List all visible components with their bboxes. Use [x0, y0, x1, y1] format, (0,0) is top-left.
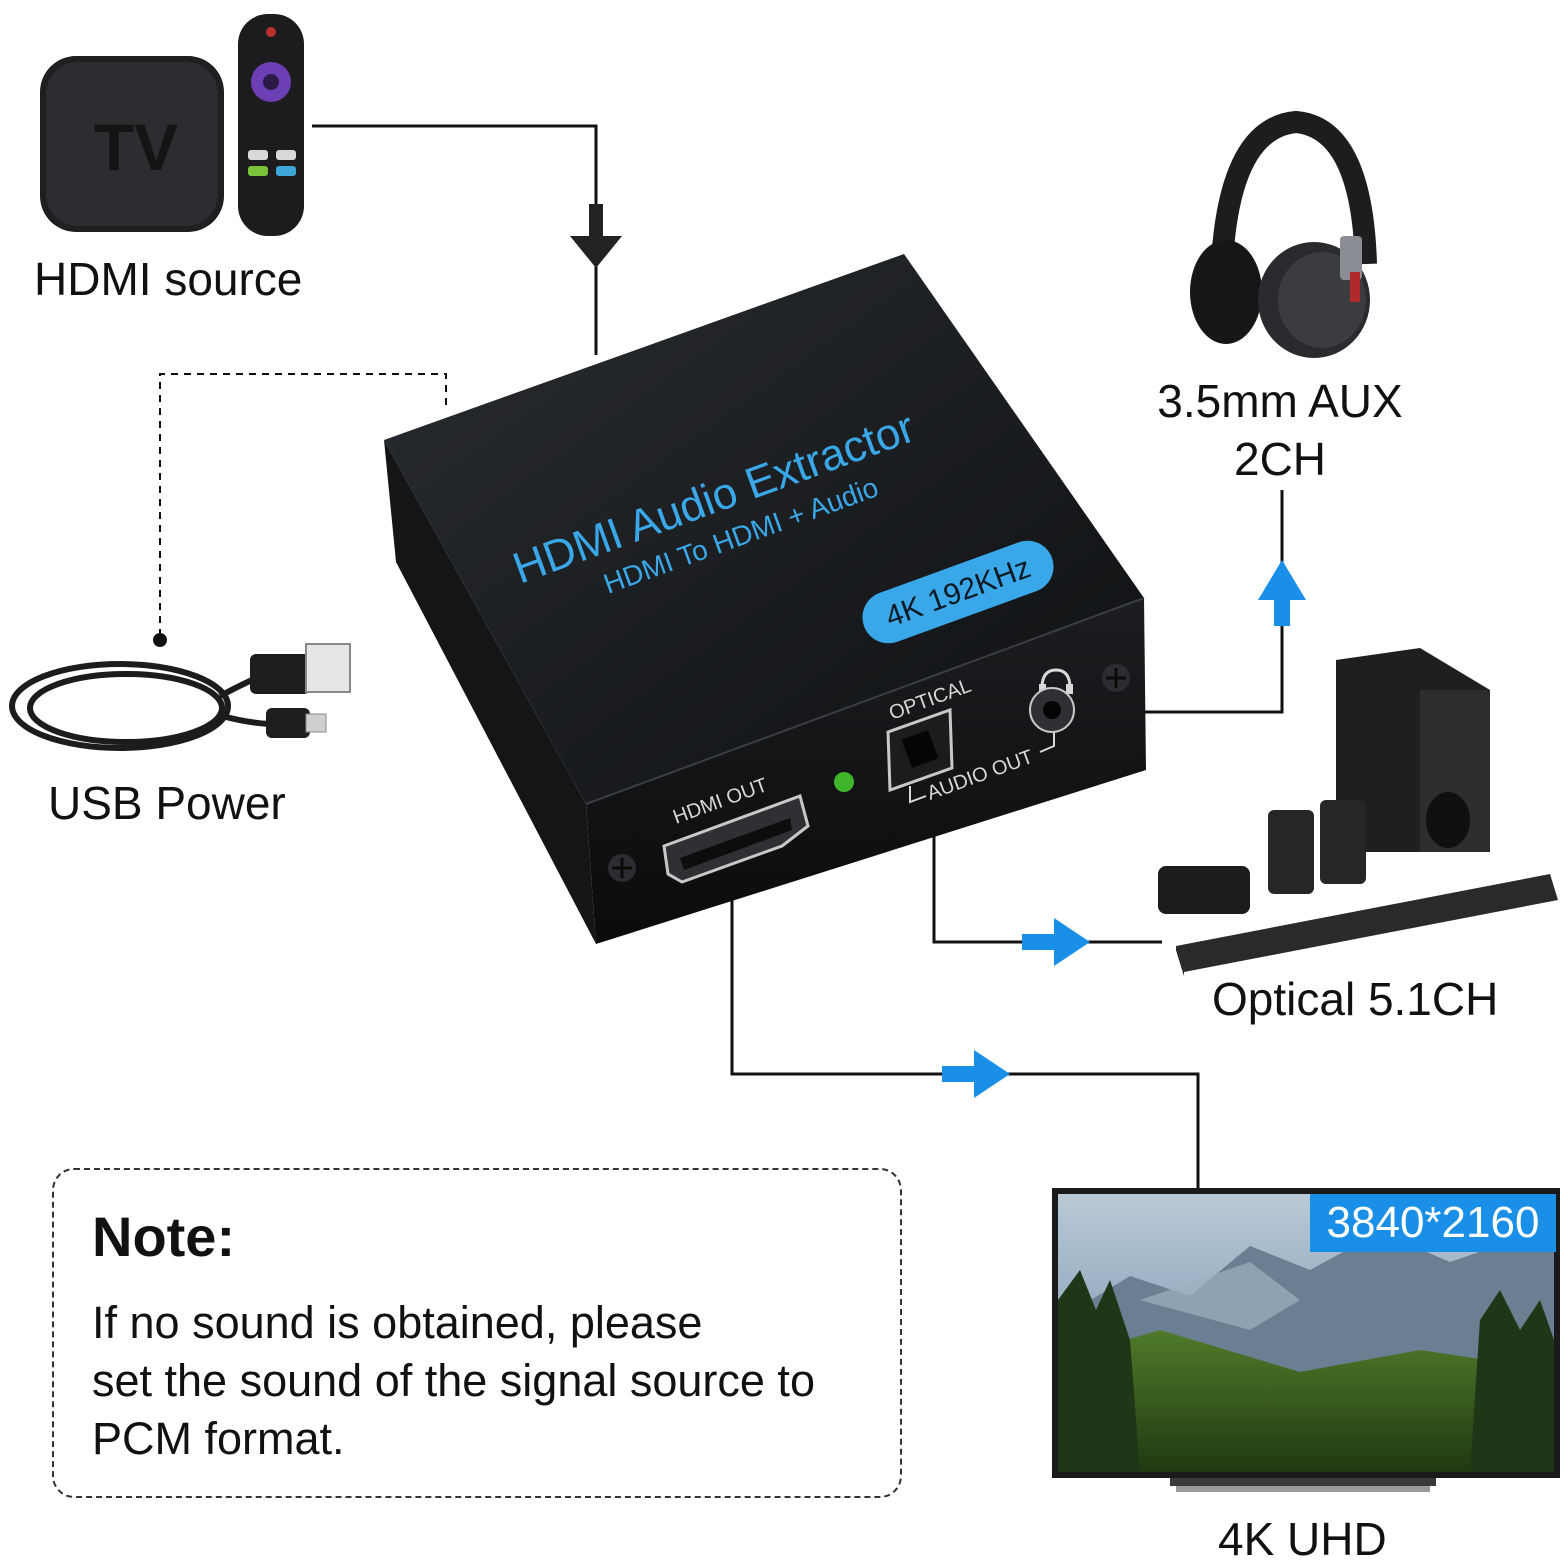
- speaker-system: [1158, 648, 1558, 976]
- resolution-badge: 3840*2160: [1310, 1194, 1556, 1252]
- arrow-right-icon: [974, 1050, 1010, 1098]
- arrow-right-stem: [942, 1066, 976, 1082]
- note-title: Note:: [92, 1205, 236, 1268]
- label-aux-line1: 3.5mm AUX: [1157, 375, 1403, 427]
- label-uhd: 4K UHD: [1218, 1513, 1387, 1565]
- note-box: Note: If no sound is obtained, please se…: [52, 1168, 902, 1498]
- usb-cable: [9, 661, 291, 751]
- note-body: If no sound is obtained, please set the …: [92, 1297, 815, 1464]
- micro-usb-plug: [266, 708, 327, 738]
- label-optical: Optical 5.1CH: [1212, 973, 1499, 1025]
- arrow-right-icon: [1054, 918, 1090, 966]
- usb-a-plug: [250, 643, 351, 694]
- arrow-right-stem: [1022, 934, 1056, 950]
- arrow-up-stem: [1274, 598, 1290, 626]
- headphones: [1190, 110, 1377, 358]
- power-led: [834, 772, 854, 792]
- arrow-up-icon: [1258, 560, 1306, 600]
- tv-box-logo: TV: [94, 110, 178, 184]
- tv-streaming-box: TV: [40, 56, 224, 232]
- arrow-down-icon: [570, 236, 622, 268]
- usb-connector-dot: [153, 633, 167, 647]
- uhd-television: [1052, 1188, 1560, 1492]
- label-usb-power: USB Power: [48, 777, 286, 829]
- remote-control: [238, 14, 304, 236]
- arrow-down-stem: [589, 204, 603, 238]
- label-hdmi-source: HDMI source: [34, 253, 303, 305]
- headphone-icon: [1039, 668, 1073, 694]
- label-aux: 3.5mm AUX 2CH: [1110, 372, 1450, 488]
- hdmi-audio-extractor: HDMI Audio Extractor HDMI To HDMI + Audi…: [384, 254, 1146, 944]
- label-aux-line2: 2CH: [1233, 433, 1327, 485]
